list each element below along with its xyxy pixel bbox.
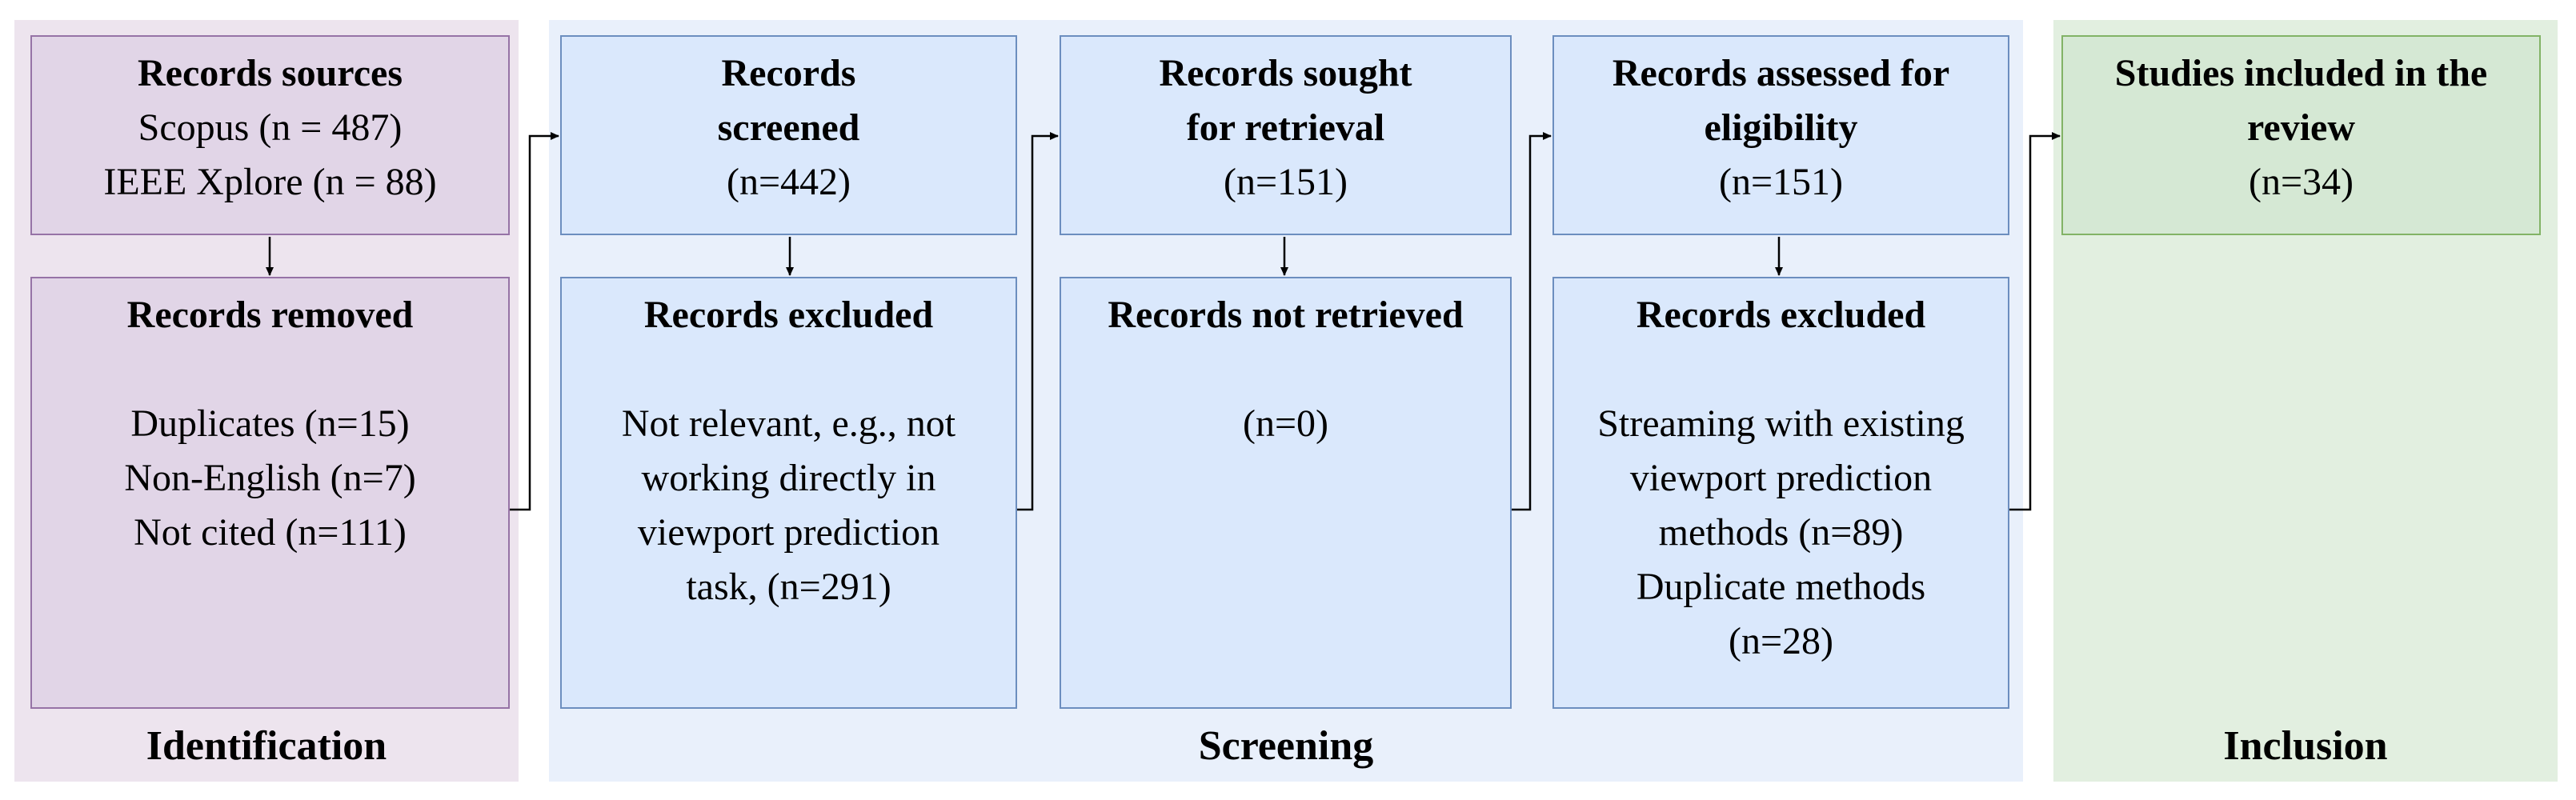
inclusion-label: Inclusion [2223,723,2388,769]
records-excluded-eligibility-line-5: (n=28) [1728,620,1834,662]
records-excluded-eligibility-line-1: Streaming with existing [1597,402,1965,445]
records-excluded-eligibility-box: Records excluded Streaming with existing… [1552,277,2009,709]
records-sources-title: Records sources [137,52,403,94]
records-not-retrieved-title: Records not retrieved [1108,294,1464,336]
screening-label: Screening [1198,723,1374,769]
records-removed-non-english: Non-English (n=7) [124,457,416,499]
records-excluded-eligibility-line-3: methods (n=89) [1658,511,1904,554]
records-sources-box: Records sources Scopus (n = 487) IEEE Xp… [30,35,510,235]
records-assessed-box: Records assessed for eligibility (n=151) [1552,35,2009,235]
records-excluded-eligibility-title: Records excluded [1636,294,1926,336]
records-sources-ieee: IEEE Xplore (n = 88) [103,161,437,203]
records-excluded-screening-line-2: working directly in [641,457,936,499]
records-screened-count: (n=442) [726,161,851,203]
studies-included-box: Studies included in the review (n=34) [2061,35,2541,235]
records-excluded-screening-line-4: task, (n=291) [686,566,891,608]
records-screened-title-1: Records [721,52,856,94]
studies-included-title-1: Studies included in the [2114,52,2488,94]
records-excluded-screening-box: Records excluded Not relevant, e.g., not… [560,277,1017,709]
studies-included-count: (n=34) [2248,161,2354,203]
studies-included-title-2: review [2246,106,2356,149]
records-sought-title-1: Records sought [1159,52,1412,94]
records-removed-title: Records removed [126,294,414,336]
records-screened-title-2: screened [717,106,860,149]
records-excluded-eligibility-line-4: Duplicate methods [1636,566,1926,608]
records-excluded-screening-title: Records excluded [643,294,934,336]
records-sought-box: Records sought for retrieval (n=151) [1060,35,1512,235]
records-assessed-title-2: eligibility [1704,106,1858,149]
records-removed-box: Records removed Duplicates (n=15) Non-En… [30,277,510,709]
records-excluded-eligibility-line-2: viewport prediction [1629,457,1933,499]
records-assessed-count: (n=151) [1718,161,1844,203]
records-sources-scopus: Scopus (n = 487) [138,106,403,149]
records-screened-box: Records screened (n=442) [560,35,1017,235]
identification-label: Identification [146,723,387,769]
records-not-retrieved-box: Records not retrieved (n=0) [1060,277,1512,709]
records-removed-duplicates: Duplicates (n=15) [130,402,410,445]
records-assessed-title-1: Records assessed for [1612,52,1950,94]
records-excluded-screening-line-3: viewport prediction [637,511,940,554]
records-sought-count: (n=151) [1223,161,1348,203]
records-removed-not-cited: Not cited (n=111) [134,511,407,554]
records-excluded-screening-line-1: Not relevant, e.g., not [621,402,956,445]
records-not-retrieved-count: (n=0) [1242,402,1329,445]
records-sought-title-2: for retrieval [1186,106,1385,149]
